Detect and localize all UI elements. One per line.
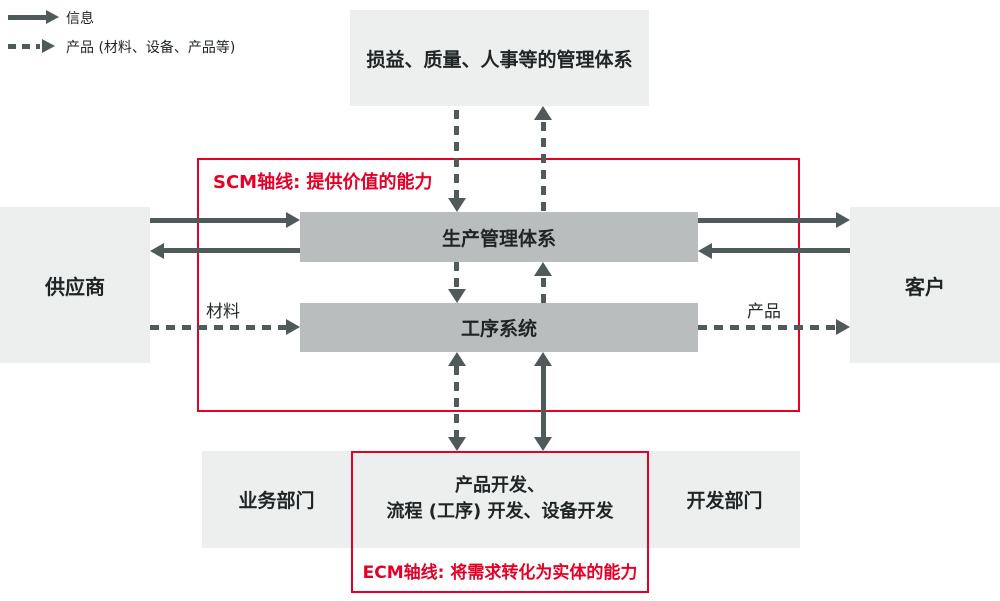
legend-info-arrow-line [8, 15, 46, 20]
business-dept-box: 业务部门 [202, 451, 351, 548]
production-management-bar: 生产管理体系 [300, 212, 698, 262]
arrow-info-production-to-customer-line [698, 218, 836, 223]
arrow-production-to-mgmt-line [541, 122, 546, 212]
arrow-mgmt-to-production-line [454, 110, 459, 198]
supplier-label: 供应商 [45, 274, 105, 299]
arrow-production-to-process-head [448, 289, 466, 303]
bottom-band [202, 451, 800, 548]
arrow-info-production-to-supplier-head [150, 243, 164, 259]
arrow-info-production-to-customer-head [836, 212, 850, 228]
legend-info-label: 信息 [66, 11, 94, 27]
customer-box: 客户 [850, 207, 1000, 363]
arrow-process-dev-dashed-line [454, 366, 459, 437]
arrow-process-dev-dashed-up-head [448, 352, 466, 366]
arrow-product-process-to-customer-line [698, 325, 836, 330]
dev-dept-label: 开发部门 [686, 490, 763, 512]
arrow-process-to-production-head [534, 262, 552, 276]
arrow-production-to-process-line [454, 262, 459, 289]
scm-frame [197, 158, 800, 412]
arrow-process-dev-solid-up-head [534, 352, 552, 366]
business-dept-label: 业务部门 [238, 490, 315, 512]
development-box-line1: 产品开发、 [455, 475, 545, 496]
arrow-info-customer-to-production-head [698, 243, 712, 259]
arrow-info-customer-to-production-line [712, 248, 850, 253]
legend-product-arrow-line [8, 44, 40, 49]
supplier-box: 供应商 [0, 207, 150, 363]
arrow-process-dev-solid-line [541, 366, 546, 437]
arrow-process-to-production-line [541, 278, 546, 303]
development-box-line2: 流程 (工序) 开发、设备开发 [386, 501, 614, 522]
arrow-process-dev-solid-down-head [534, 437, 552, 451]
production-management-label: 生产管理体系 [441, 227, 556, 250]
arrow-material-supplier-to-process-head [286, 319, 300, 335]
material-flow-label: 材料 [206, 302, 240, 322]
scm-title: SCM轴线: 提供价值的能力 [213, 172, 433, 193]
arrow-process-dev-dashed-down-head [448, 437, 466, 451]
arrow-info-supplier-to-production-head [286, 212, 300, 228]
process-system-bar: 工序系统 [300, 303, 698, 352]
ecm-title: ECM轴线: 将需求转化为实体的能力 [362, 563, 638, 583]
legend-product-arrow-icon [42, 39, 55, 53]
dev-dept-box: 开发部门 [649, 451, 800, 548]
arrow-product-process-to-customer-head [836, 319, 850, 335]
legend-info-arrow-icon [46, 10, 59, 24]
arrow-production-to-mgmt-head [534, 106, 552, 120]
arrow-info-production-to-supplier-line [164, 248, 300, 253]
ecm-frame [351, 451, 649, 593]
development-box: 产品开发、 流程 (工序) 开发、设备开发 [351, 473, 649, 525]
arrow-mgmt-to-production-head [448, 198, 466, 212]
management-system-label: 损益、质量、人事等的管理体系 [366, 48, 633, 71]
product-flow-label: 产品 [747, 302, 781, 322]
management-system-box: 损益、质量、人事等的管理体系 [350, 10, 649, 106]
arrow-info-supplier-to-production-line [150, 218, 286, 223]
process-system-label: 工序系统 [460, 318, 537, 340]
customer-label: 客户 [905, 274, 945, 299]
legend-product-label: 产品 (材料、设备、产品等) [66, 40, 236, 56]
arrow-material-supplier-to-process-line [150, 325, 286, 330]
